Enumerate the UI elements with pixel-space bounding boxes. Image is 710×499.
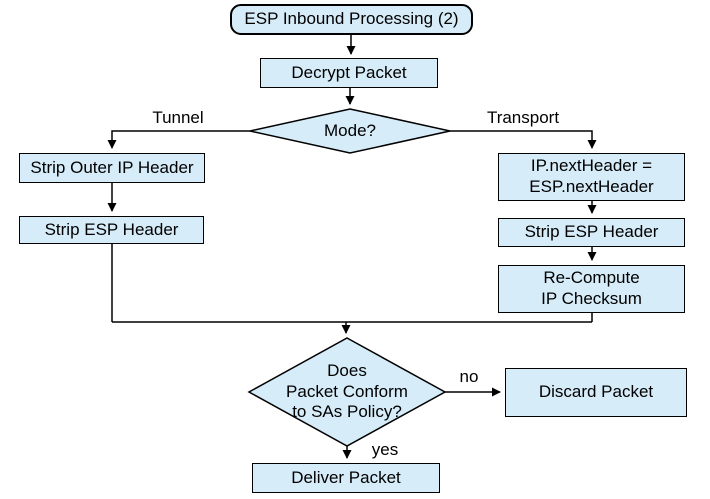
node-policy-decision-label: Does Packet Conform to SAs Policy?	[286, 360, 408, 422]
edge-mode-tunnel	[107, 130, 250, 149]
node-strip-esp-header-right: Strip ESP Header	[498, 218, 685, 247]
edge-label-no: no	[459, 367, 479, 386]
node-strip-esp-header-left: Strip ESP Header	[19, 216, 204, 244]
node-recompute-ip-checksum: Re-Compute IP Checksum	[498, 265, 685, 313]
node-esp-inbound-processing: ESP Inbound Processing (2)	[230, 4, 473, 35]
edge-mode-transport	[450, 130, 597, 149]
node-ip-nextheader: IP.nextHeader = ESP.nextHeader	[498, 153, 685, 201]
edge-label-transport: Transport	[486, 108, 560, 127]
node-discard-packet: Discard Packet	[505, 368, 687, 417]
node-mode-decision-label: Mode?	[324, 120, 376, 140]
node-decrypt-packet: Decrypt Packet	[260, 58, 438, 88]
flow-edges	[107, 35, 597, 459]
node-strip-outer-ip-header: Strip Outer IP Header	[19, 153, 205, 183]
node-deliver-packet: Deliver Packet	[252, 463, 440, 493]
mode-decision-shape	[249, 108, 451, 154]
policy-decision-shape	[247, 337, 447, 447]
edge-label-tunnel: Tunnel	[152, 108, 204, 127]
edge-label-yes: yes	[371, 440, 399, 459]
